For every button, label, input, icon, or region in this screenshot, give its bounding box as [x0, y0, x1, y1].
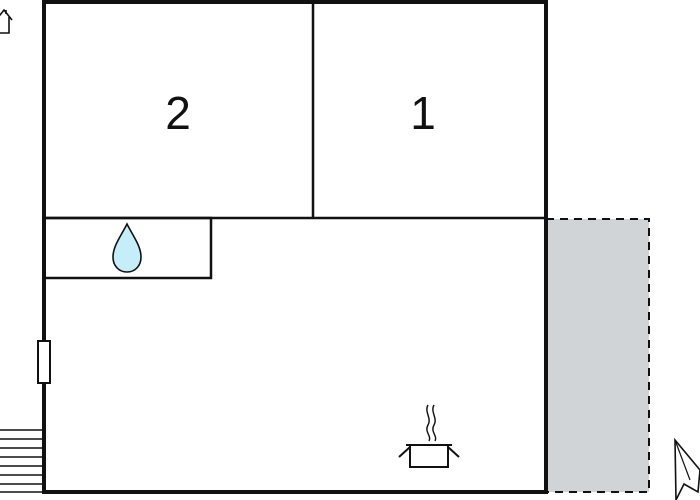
room-number-1: 1: [410, 87, 436, 139]
stairs-icon: [0, 429, 42, 493]
door-icon: [37, 340, 51, 384]
north-arrow-icon: [674, 437, 700, 500]
cooking-pot-icon: [398, 404, 460, 468]
room-number-2: 2: [165, 87, 191, 139]
bathroom: [42, 216, 213, 280]
house-icon: [0, 8, 13, 34]
terrace-area: [545, 218, 650, 493]
water-drop-icon: [112, 222, 142, 273]
